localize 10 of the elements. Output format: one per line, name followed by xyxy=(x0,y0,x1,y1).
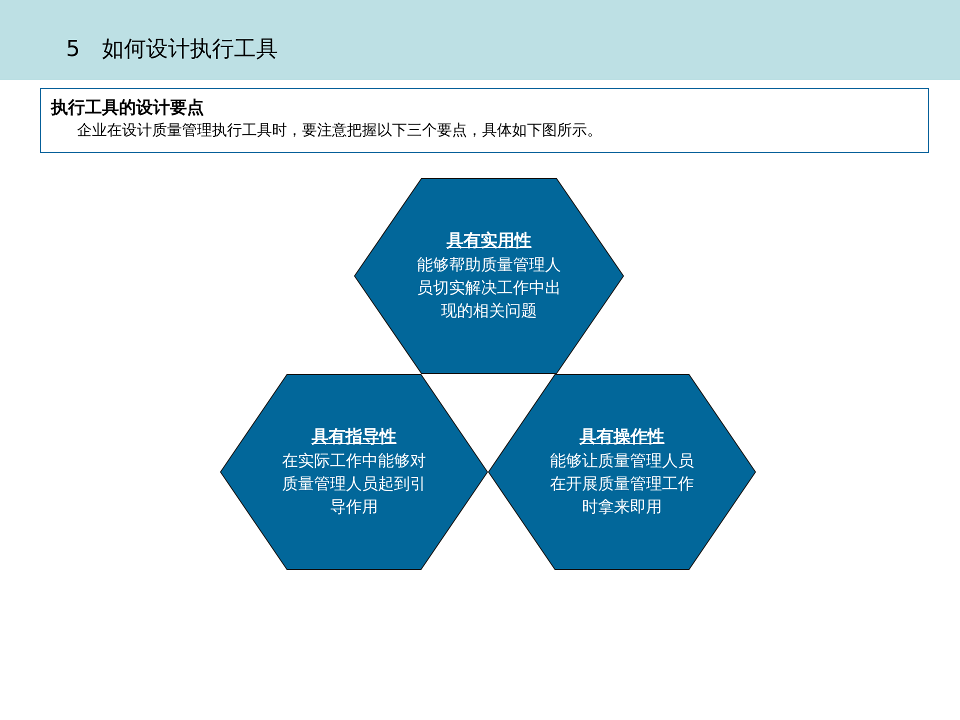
hexagon-heading: 具有操作性 xyxy=(580,426,664,449)
hexagon-heading: 具有实用性 xyxy=(446,230,532,253)
hexagon-text: 能够让质量管理人员在开展质量管理工作时拿来即用 xyxy=(549,450,695,518)
text-panel xyxy=(40,88,929,153)
slide-title: 5 如何设计执行工具 xyxy=(66,36,278,64)
panel-heading: 执行工具的设计要点 xyxy=(51,97,205,119)
hexagon-heading: 具有指导性 xyxy=(312,426,396,449)
panel-text: 企业在设计质量管理执行工具时，要注意把握以下三个要点，具体如下图所示。 xyxy=(76,120,603,141)
hexagon-text: 能够帮助质量管理人员切实解决工作中出现的相关问题 xyxy=(416,254,562,322)
hexagon-text: 在实际工作中能够对质量管理人员起到引导作用 xyxy=(281,450,427,518)
